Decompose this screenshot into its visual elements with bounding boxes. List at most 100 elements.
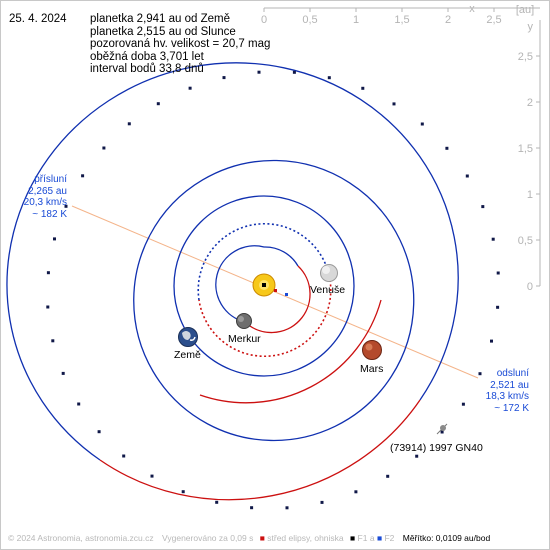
orbit-point bbox=[97, 430, 101, 434]
right-tick-4: 2 bbox=[527, 97, 533, 109]
mercury-orbit bbox=[215, 245, 311, 334]
orbit-point bbox=[415, 454, 419, 458]
top-tick-4: 2 bbox=[445, 14, 451, 26]
orbit-point bbox=[61, 371, 65, 375]
footer-generated: Vygenerováno za 0,09 s bbox=[162, 533, 254, 543]
orbit-point bbox=[481, 205, 485, 209]
orbit-point bbox=[465, 174, 469, 178]
info-earth-distance: planetka 2,941 au od Země bbox=[90, 13, 231, 25]
focus-f2-marker bbox=[285, 293, 288, 296]
orbit-point bbox=[327, 76, 331, 80]
footer-copyright: © 2024 Astronomia, astronomia.zcu.cz bbox=[8, 533, 154, 543]
orbit-point bbox=[53, 237, 56, 241]
mercury-planet bbox=[236, 313, 252, 329]
aphelion-speed: 18,3 km/s bbox=[485, 391, 529, 402]
aphelion-distance: 2,521 au bbox=[490, 379, 529, 391]
orbit-point bbox=[215, 500, 219, 504]
right-axis bbox=[536, 20, 541, 287]
venus-orbit bbox=[197, 222, 332, 358]
orbit-point bbox=[257, 70, 261, 74]
orbit-point bbox=[77, 402, 81, 406]
right-tick-1: 0,5 bbox=[518, 235, 533, 247]
ellipse-center-marker bbox=[274, 289, 277, 292]
info-block: planetka 2,941 au od Země planetka 2,515… bbox=[90, 13, 270, 76]
orbit-point bbox=[285, 506, 289, 510]
mercury-label: Merkur bbox=[228, 333, 261, 345]
orbit-point bbox=[81, 174, 85, 178]
perihelion-label: přísluní 2,265 au 20,3 km/s ~ 182 K bbox=[18, 174, 67, 220]
top-tick-2: 1 bbox=[353, 14, 359, 26]
info-interval: interval bodů 33,8 dnů bbox=[90, 63, 204, 76]
aphelion-temp: ~ 172 K bbox=[494, 402, 529, 414]
footer: © 2024 Astronomia, astronomia.zcu.cz Vyg… bbox=[8, 533, 490, 543]
f2-marker-icon: ■ bbox=[376, 533, 383, 543]
center-marker-icon: ■ bbox=[259, 533, 265, 543]
top-axis bbox=[263, 7, 540, 12]
footer-scale: Měřítko: 0,0109 au/bod bbox=[402, 533, 491, 543]
top-axis-name: x bbox=[469, 3, 475, 15]
orbit-point bbox=[150, 474, 154, 478]
mars-label: Mars bbox=[360, 363, 383, 375]
right-axis-name: y bbox=[528, 21, 534, 33]
orbit-point bbox=[188, 86, 192, 90]
orbit-point bbox=[478, 372, 482, 376]
orbit-point bbox=[461, 402, 465, 406]
info-magnitude: pozorovaná hv. velikost = 20,7 mag bbox=[90, 38, 271, 51]
perihelion-speed: 20,3 km/s bbox=[23, 197, 67, 208]
mars-planet bbox=[362, 340, 382, 360]
top-tick-0: 0 bbox=[261, 14, 267, 26]
right-tick-2: 1 bbox=[527, 189, 533, 201]
date-label: 25. 4. 2024 bbox=[9, 13, 67, 25]
footer-f2: F2 bbox=[384, 533, 395, 543]
orbit-point bbox=[361, 86, 365, 90]
orbit-point bbox=[320, 500, 324, 504]
orbit-point bbox=[51, 339, 55, 343]
orbit-point bbox=[292, 70, 296, 74]
orbit-point bbox=[496, 305, 500, 309]
top-tick-3: 1,5 bbox=[394, 14, 409, 26]
orbit-point bbox=[420, 122, 424, 126]
right-tick-0: 0 bbox=[527, 281, 533, 293]
top-tick-5: 2,5 bbox=[486, 14, 501, 26]
axis-unit: [au] bbox=[516, 4, 534, 16]
aphelion-label: odsluní 2,521 au 18,3 km/s ~ 172 K bbox=[478, 368, 529, 414]
perihelion-temp: ~ 182 K bbox=[32, 208, 67, 220]
footer-center-legend: střed elipsy, ohniska bbox=[267, 533, 344, 543]
orbit-point bbox=[490, 339, 493, 343]
asteroid-orbit bbox=[6, 62, 459, 501]
sun bbox=[252, 273, 276, 297]
venus-planet bbox=[320, 264, 338, 282]
asteroid-marker bbox=[436, 423, 448, 435]
orbit-point bbox=[392, 102, 396, 106]
right-tick-5: 2,5 bbox=[518, 51, 533, 63]
orbit-point bbox=[181, 490, 185, 494]
venus-label: Venuše bbox=[310, 284, 345, 296]
orbit-point bbox=[64, 204, 68, 208]
top-tick-1: 0,5 bbox=[302, 14, 317, 26]
mars-orbit bbox=[133, 159, 415, 442]
earth-label: Země bbox=[174, 349, 201, 361]
earth-planet bbox=[178, 327, 198, 347]
orbit-point bbox=[122, 454, 126, 458]
info-period: oběžná doba 3,701 let bbox=[90, 50, 204, 63]
orbit-point bbox=[496, 271, 500, 275]
right-tick-3: 1,5 bbox=[518, 143, 533, 155]
asteroid-label: (73914) 1997 GN40 bbox=[390, 442, 483, 454]
earth-orbit bbox=[173, 195, 355, 377]
asteroid-orbit-points bbox=[46, 70, 500, 510]
orbit-point bbox=[156, 102, 160, 106]
perihelion-title: přísluní bbox=[34, 174, 67, 185]
orbit-point bbox=[386, 474, 390, 478]
orbit-point bbox=[440, 430, 444, 434]
orbit-point bbox=[102, 146, 106, 150]
info-sun-distance: planetka 2,515 au od Slunce bbox=[90, 25, 236, 38]
orbit-point bbox=[222, 76, 226, 80]
orbit-point bbox=[445, 146, 449, 150]
orbit-point bbox=[250, 506, 254, 510]
aphelion-title: odsluní bbox=[496, 368, 529, 379]
footer-f1: F1 a bbox=[357, 533, 375, 543]
orbit-point bbox=[491, 237, 495, 241]
perihelion-distance: 2,265 au bbox=[28, 185, 67, 197]
f1-marker-icon: ■ bbox=[350, 533, 356, 543]
